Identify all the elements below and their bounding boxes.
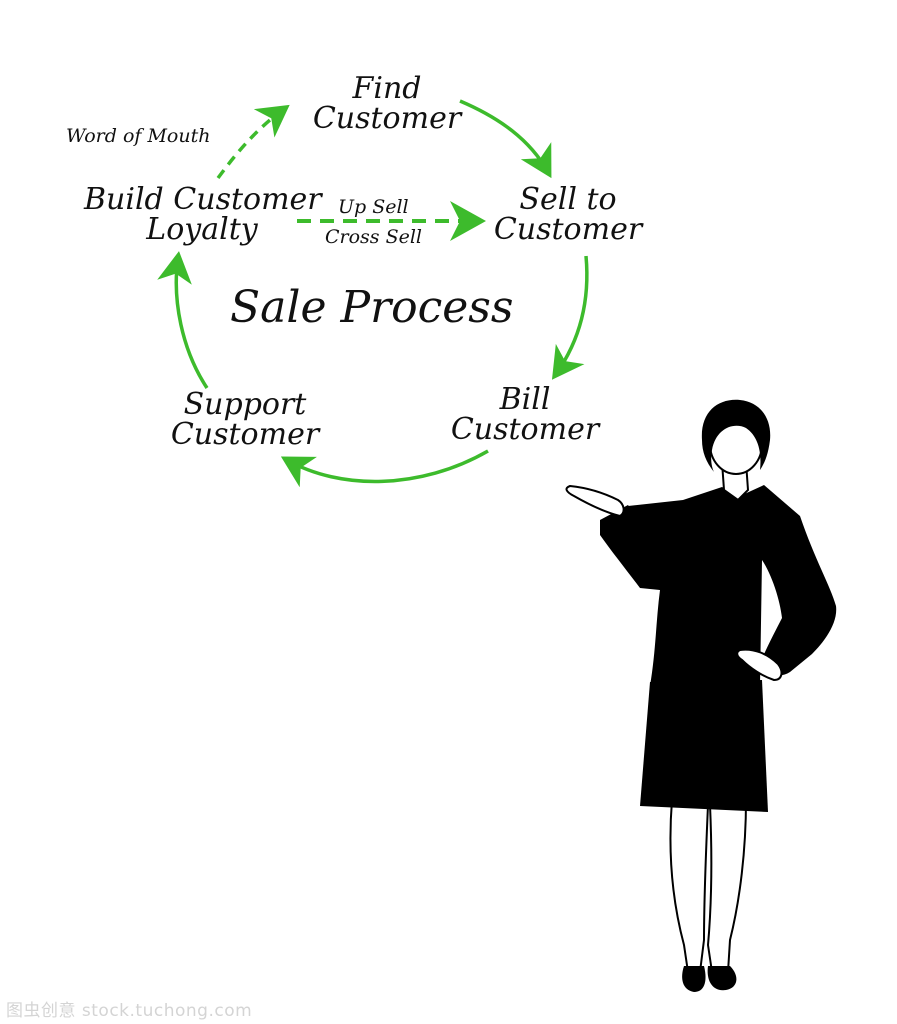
arrow-bill-to-support [280, 449, 489, 488]
node-find-customer: Find Customer [312, 74, 462, 134]
diagram-title: Sale Process [230, 282, 514, 333]
node-sell-to-customer-line1: Sell to [519, 182, 617, 217]
node-build-loyalty: Build Customer Loyalty [84, 182, 322, 247]
right-shoe-illustration [707, 966, 737, 991]
watermark-text: 图虫创意 stock.tuchong.com [6, 1001, 253, 1021]
left-hand-illustration [565, 484, 625, 518]
node-support-customer: Support Customer [170, 390, 320, 450]
node-find-customer-line2: Customer [312, 101, 462, 136]
node-bill-customer: Bill Customer [450, 385, 600, 445]
node-support-customer-line1: Support [183, 387, 307, 422]
left-sleeve-illustration [600, 505, 660, 590]
hair-illustration [701, 399, 771, 472]
arrow-find-to-sell [459, 99, 552, 179]
arrow-support-to-loyalty [157, 251, 209, 389]
node-support-customer-line2: Customer [170, 417, 320, 452]
label-cross-sell: Cross Sell [325, 226, 423, 248]
node-bill-customer-line1: Bill [499, 382, 551, 417]
jacket-illustration [600, 485, 837, 686]
legs-illustration [669, 798, 748, 973]
node-build-loyalty-line1: Build Customer [84, 182, 322, 217]
arrow-word-of-mouth [216, 104, 290, 180]
skirt-illustration [640, 680, 768, 812]
left-shoe-illustration [682, 966, 706, 992]
right-hand-illustration [736, 648, 783, 682]
label-word-of-mouth: Word of Mouth [66, 125, 211, 147]
label-up-sell: Up Sell [338, 196, 409, 218]
node-build-loyalty-line2: Loyalty [146, 212, 258, 247]
arrow-sell-to-bill [551, 255, 589, 380]
node-bill-customer-line2: Customer [450, 412, 600, 447]
node-sell-to-customer: Sell to Customer [488, 185, 648, 245]
node-sell-to-customer-line2: Customer [493, 212, 643, 247]
node-find-customer-line1: Find [352, 71, 422, 106]
